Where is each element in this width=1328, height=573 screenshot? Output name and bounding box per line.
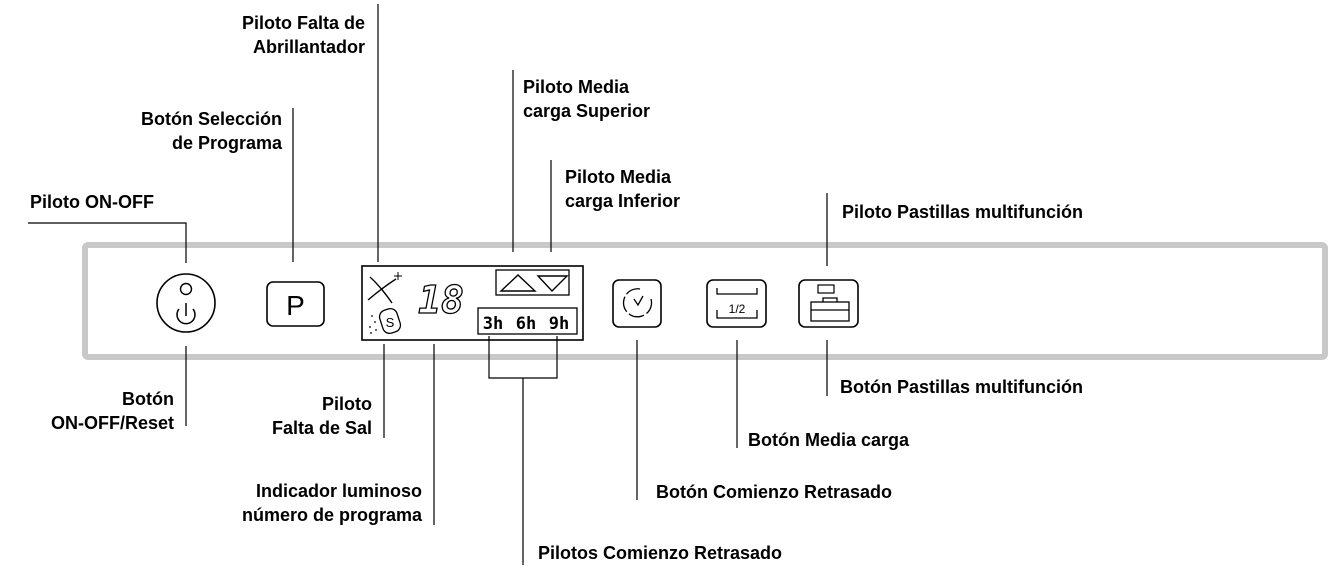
salt-icon: S: [369, 307, 402, 335]
onoff-led-icon: [179, 282, 193, 296]
panel-frame: [82, 242, 1328, 360]
delay-3h: 3h: [483, 314, 503, 334]
program-number-digits: 18: [418, 278, 464, 322]
delay-start-button[interactable]: [612, 279, 662, 328]
delay-6h: 6h: [516, 314, 536, 334]
label-lower-half-load: Piloto Media carga Inferior: [565, 167, 681, 211]
tablet-led-icon: [817, 284, 835, 294]
label-delay-button: Botón Comienzo Retrasado: [656, 482, 893, 502]
label-program-selection: Botón Selección de Programa: [140, 109, 282, 153]
label-half-load-button: Botón Media carga: [748, 430, 910, 450]
onoff-button[interactable]: [156, 273, 216, 333]
delay-9h: 9h: [549, 314, 569, 334]
label-delay-pilots: Pilotos Comienzo Retrasado: [538, 543, 783, 563]
svg-text:S: S: [386, 315, 395, 330]
program-button-label: P: [286, 290, 305, 321]
tablet-icon: [810, 301, 850, 322]
tablet-button[interactable]: [798, 279, 859, 328]
label-tablet-pilot: Piloto Pastillas multifunción: [842, 202, 1084, 222]
label-rinse-aid: Piloto Falta de Abrillantador: [241, 13, 365, 57]
program-button[interactable]: P: [266, 281, 325, 327]
upper-half-load-icon: [499, 274, 537, 292]
label-upper-half-load: Piloto Media carga Superior: [523, 77, 651, 121]
power-icon: [176, 308, 196, 325]
label-program-number: Indicador luminoso número de programa: [241, 481, 422, 525]
half-load-text: 1/2: [729, 302, 746, 316]
label-tablet-button: Botón Pastillas multifunción: [840, 377, 1084, 397]
display-panel: S 18 3h 6h 9h: [361, 265, 584, 341]
lower-half-load-icon: [536, 275, 569, 293]
label-onoff-reset: Botón ON-OFF/Reset: [50, 389, 174, 433]
rinse-aid-icon: [367, 272, 402, 304]
leader-lines: [28, 4, 828, 565]
clock-icon: [622, 288, 653, 318]
label-onoff-pilot: Piloto ON-OFF: [30, 192, 154, 212]
label-salt: Piloto Falta de Sal: [271, 394, 372, 438]
half-load-button[interactable]: 1/2: [706, 279, 767, 328]
